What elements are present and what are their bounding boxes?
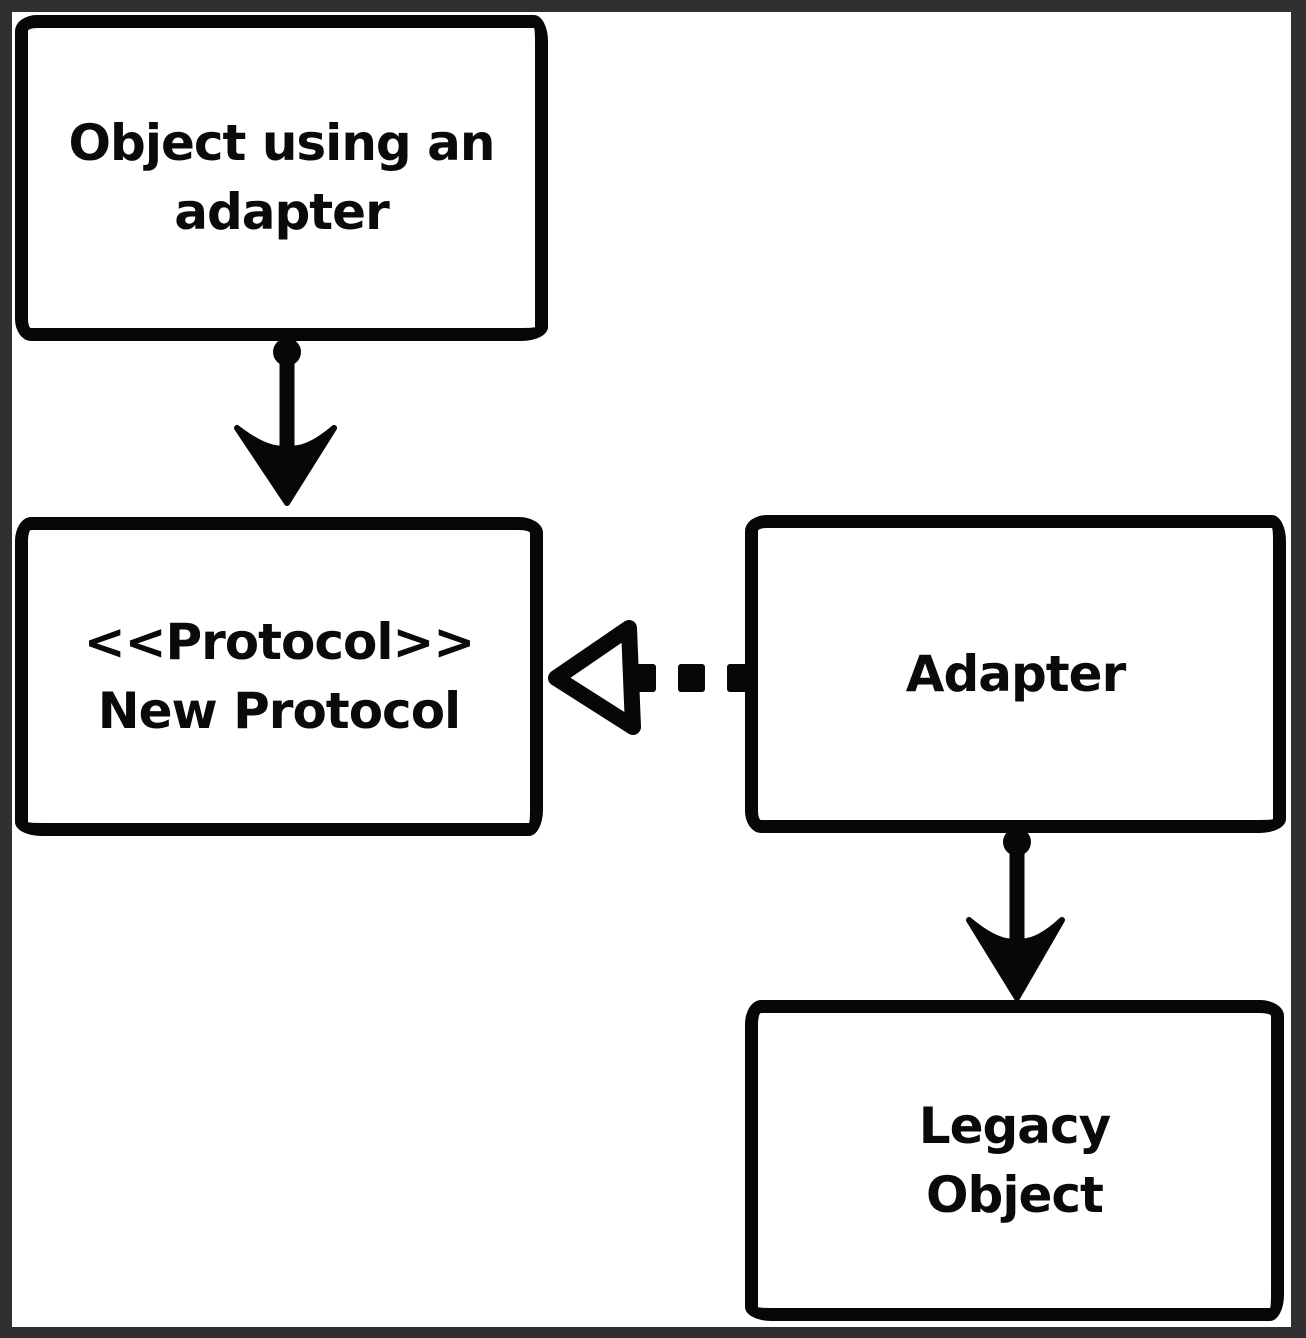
node-label-line: New Protocol bbox=[97, 681, 461, 740]
node-label-line: Legacy bbox=[918, 1096, 1112, 1155]
node-object-using-adapter: Object using an adapter bbox=[15, 15, 548, 341]
node-legacy-object: Legacy Object bbox=[745, 1000, 1284, 1321]
node-label-line: Adapter bbox=[905, 644, 1126, 703]
node-stereotype-label: <<Protocol>> bbox=[83, 612, 476, 671]
node-label-line: Object bbox=[926, 1165, 1104, 1224]
node-adapter: Adapter bbox=[745, 515, 1286, 833]
node-label-line: Object using an bbox=[68, 114, 496, 172]
node-new-protocol: <<Protocol>> New Protocol bbox=[15, 517, 543, 836]
node-label-line: adapter bbox=[174, 183, 390, 241]
